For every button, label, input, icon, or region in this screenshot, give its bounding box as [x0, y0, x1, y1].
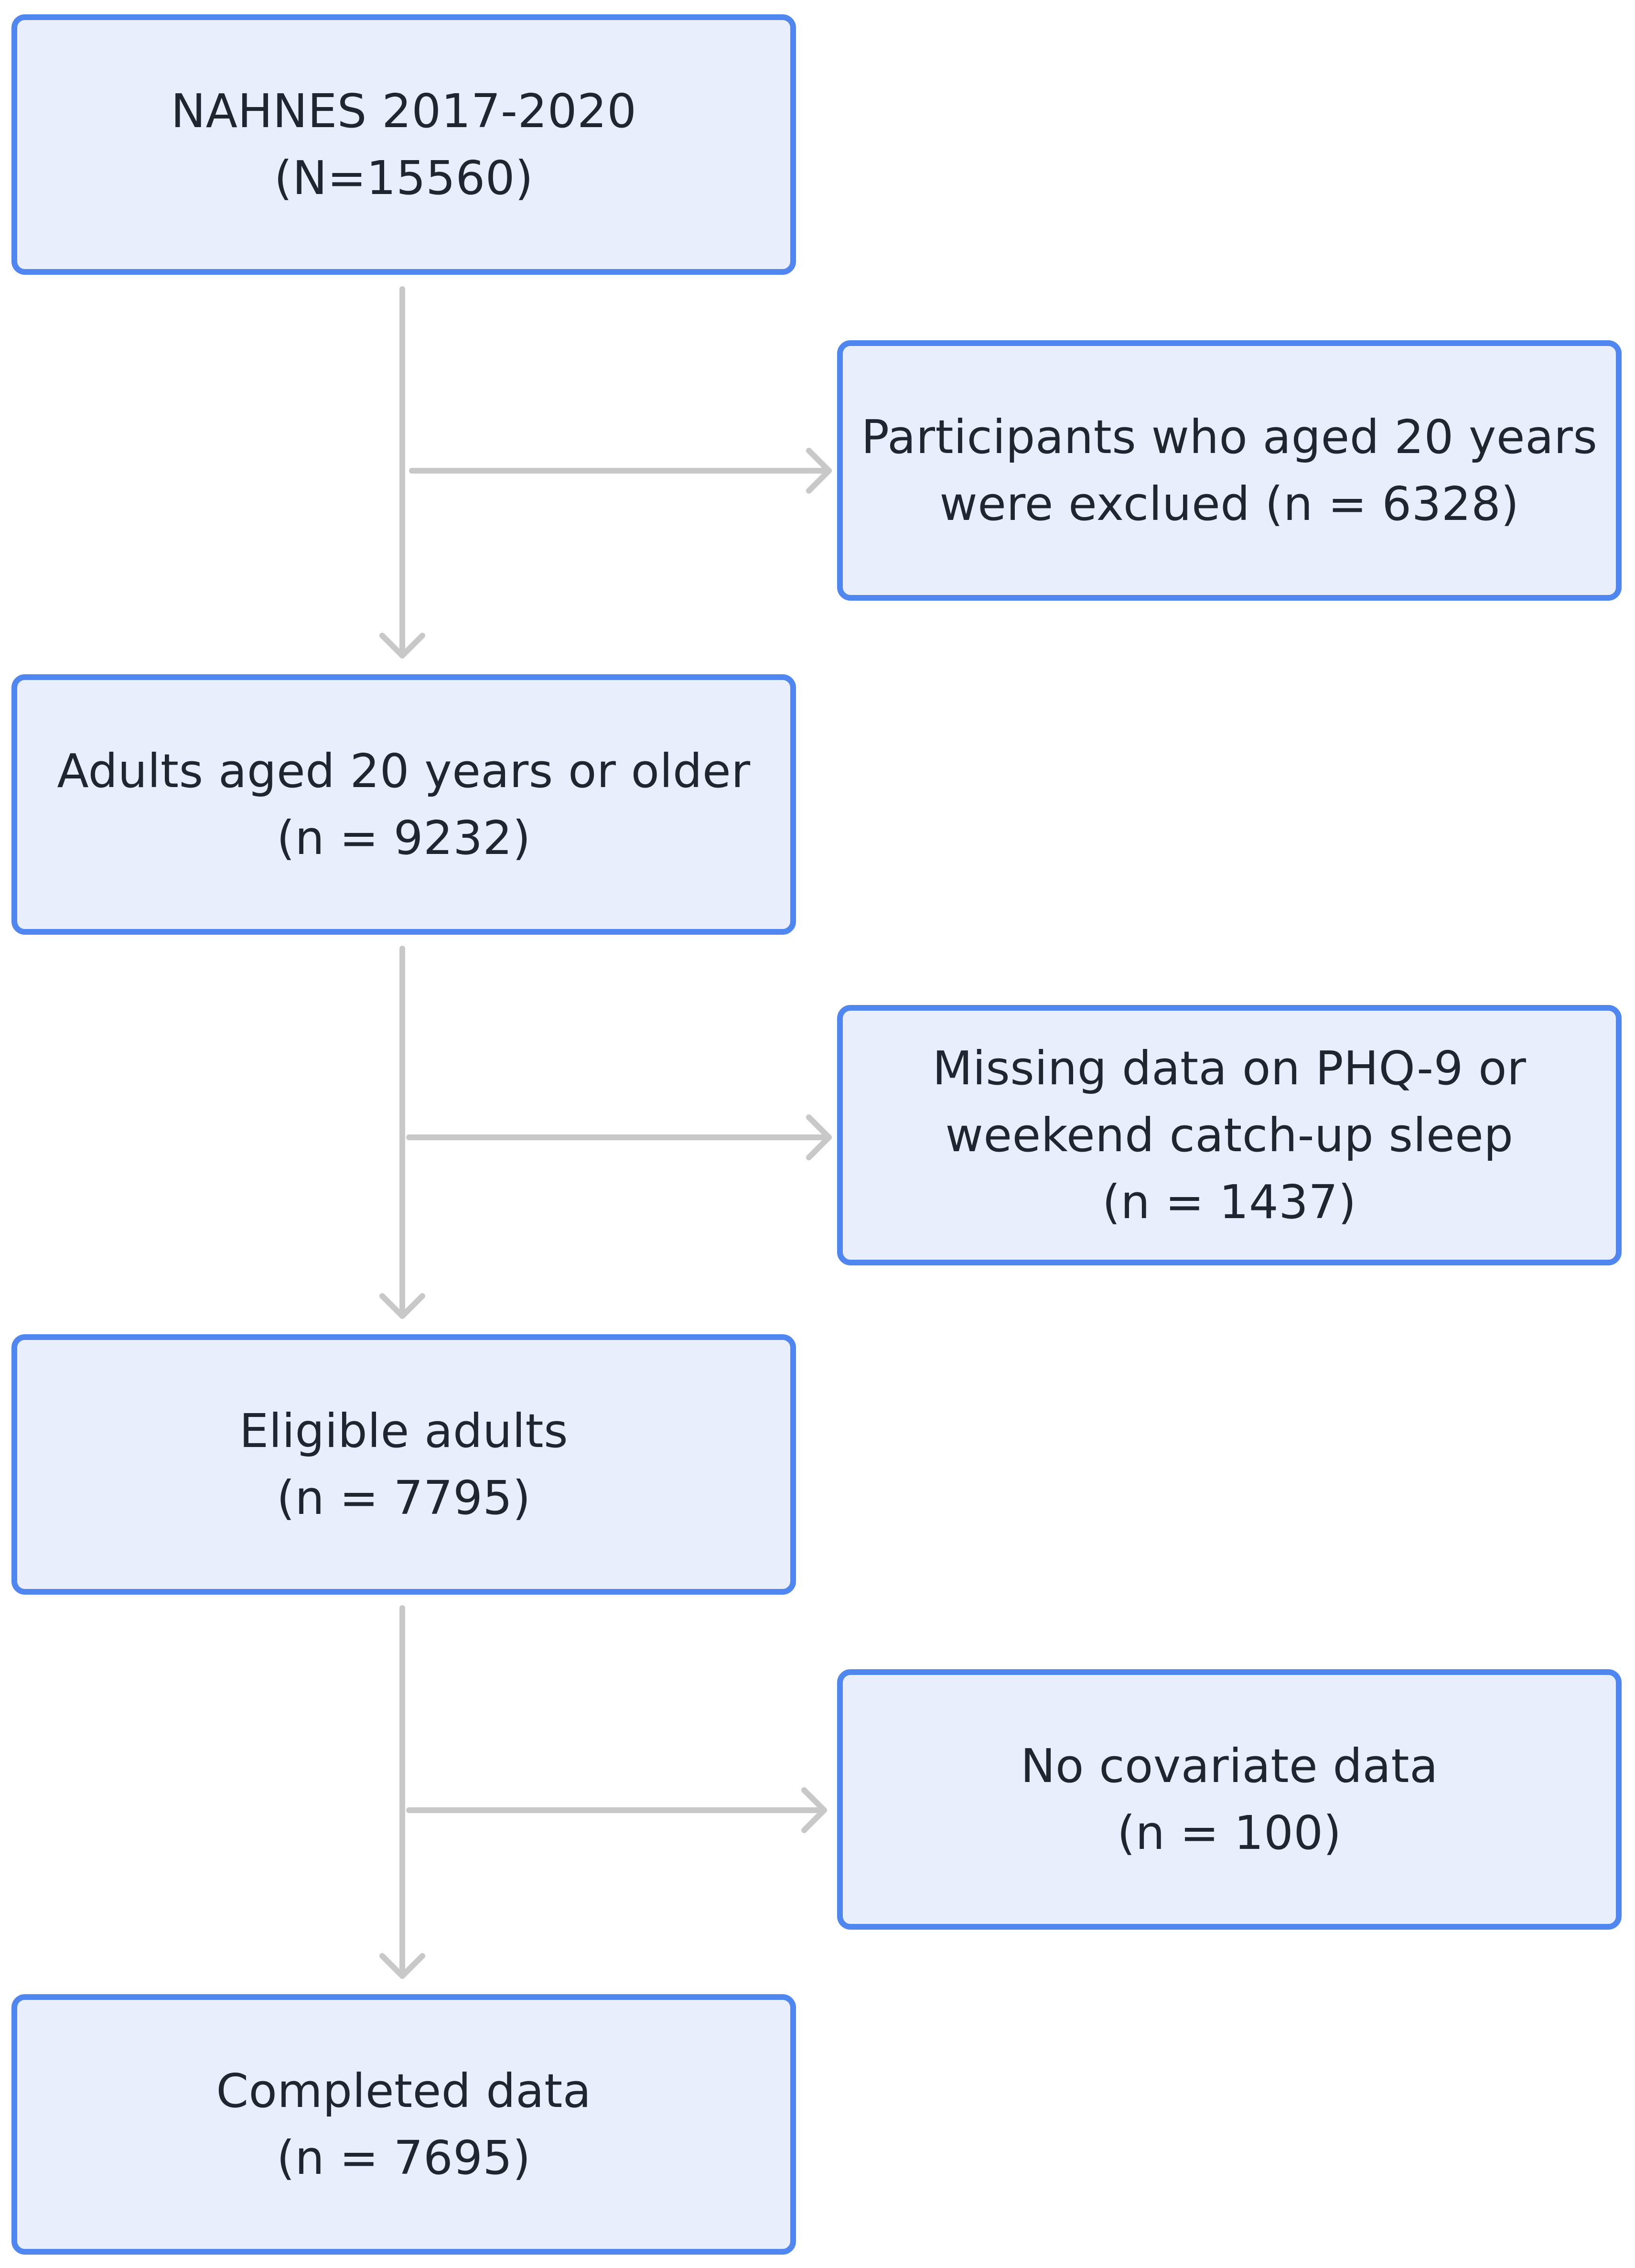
box-text-line: (n = 7695) — [277, 2130, 531, 2185]
flow-arrowhead-1 — [379, 633, 425, 659]
box-text-line: Adults aged 20 years or older — [57, 744, 751, 798]
exclusion-arrowhead-3 — [801, 1787, 827, 1833]
box-text-line: (n = 7795) — [277, 1470, 531, 1525]
exclusion-arrowhead-2 — [806, 1114, 832, 1160]
box-text-line: Completed data — [216, 2063, 592, 2118]
flow-box-source-population: NAHNES 2017-2020 (N=15560) — [11, 14, 796, 275]
box-text-line: weekend catch-up sleep — [945, 1108, 1514, 1162]
flow-arrowhead-2 — [379, 1293, 425, 1319]
exclusion-box-missing-data: Missing data on PHQ-9 or weekend catch-u… — [837, 1005, 1622, 1265]
box-text-line: NAHNES 2017-2020 — [171, 84, 637, 138]
box-text-line: (n = 9232) — [277, 810, 531, 865]
flow-box-eligible-adults: Eligible adults (n = 7795) — [11, 1334, 796, 1595]
box-text-line: (N=15560) — [274, 151, 534, 205]
flow-box-completed-data: Completed data (n = 7695) — [11, 1994, 796, 2255]
flow-arrowhead-3 — [379, 1953, 425, 1979]
box-text-line: Eligible adults — [239, 1404, 569, 1458]
box-text-line: were exclued (n = 6328) — [939, 476, 1519, 531]
exclusion-box-no-covariate: No covariate data (n = 100) — [837, 1669, 1622, 1930]
box-text-line: No covariate data — [1020, 1739, 1439, 1793]
flow-box-adults: Adults aged 20 years or older (n = 9232) — [11, 674, 796, 935]
box-text-line: Missing data on PHQ-9 or — [932, 1041, 1527, 1095]
exclusion-arrowhead-1 — [806, 448, 832, 494]
box-text-line: (n = 100) — [1117, 1805, 1342, 1860]
exclusion-box-age: Participants who aged 20 years were excl… — [837, 340, 1622, 601]
box-text-line: Participants who aged 20 years — [861, 410, 1598, 464]
box-text-line: (n = 1437) — [1102, 1175, 1356, 1229]
